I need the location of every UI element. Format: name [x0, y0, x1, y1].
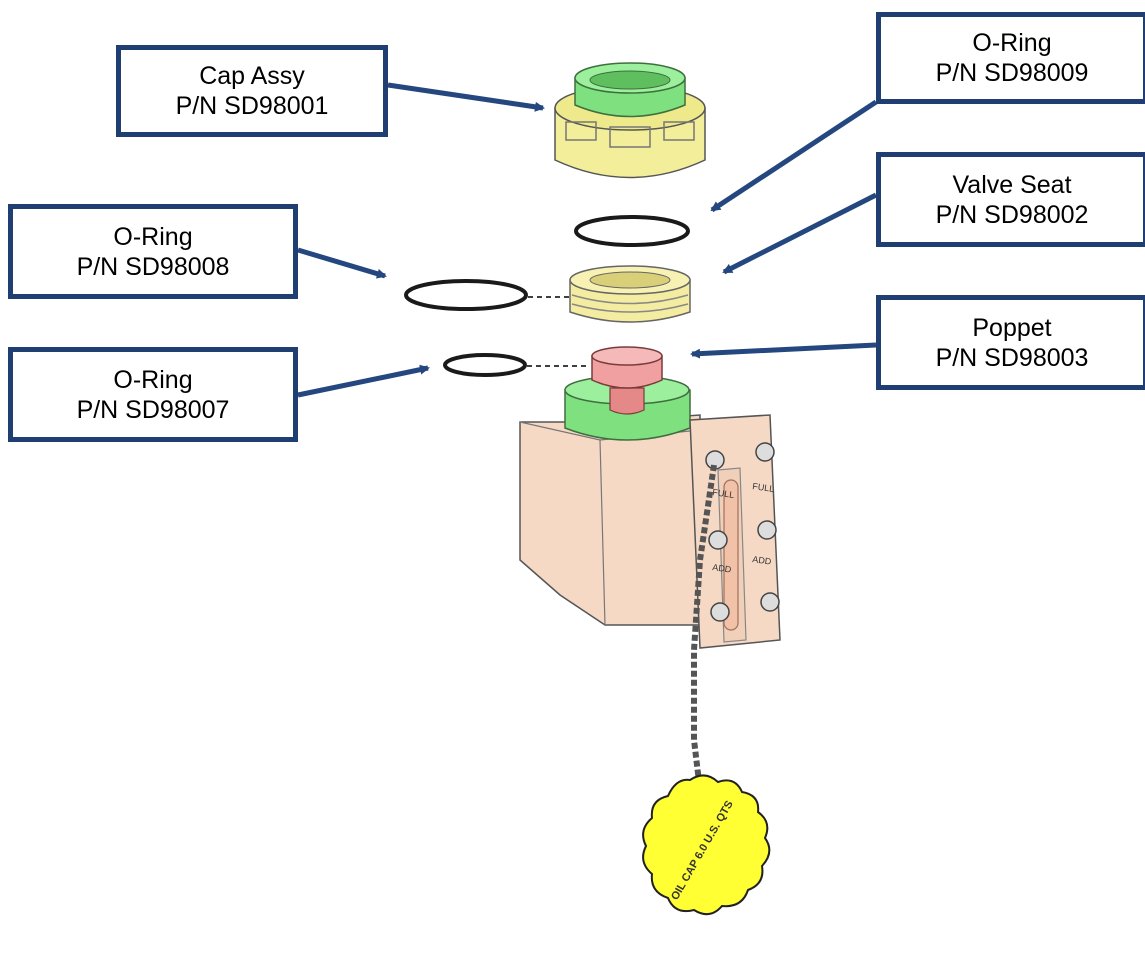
callout-cap-assy-name: Cap Assy: [199, 62, 305, 90]
callout-oring-sd98007-name: O-Ring: [113, 365, 193, 394]
arrow-poppet: [690, 342, 877, 359]
gauge-add-label-left: ADD: [712, 562, 733, 575]
fill-cap-part: OIL CAP 6.0 U.S. QTS: [642, 774, 771, 916]
callout-arrows: [297, 82, 878, 398]
arrow-oring-07: [297, 364, 430, 398]
callout-poppet: Poppet P/N SD98003: [876, 295, 1145, 390]
gauge-add-label-right: ADD: [752, 554, 773, 567]
arrow-oring-09: [710, 99, 878, 213]
valve-seat-part: [569, 265, 691, 323]
callout-oring-sd98008: O-Ring P/N SD98008: [8, 204, 298, 299]
callout-oring-sd98009-name: O-Ring: [972, 29, 1052, 57]
arrow-cap-assy: [387, 82, 545, 112]
oring-sd98009-part: [574, 215, 690, 247]
callout-cap-assy: Cap Assy P/N SD98001: [116, 45, 388, 137]
callout-oring-sd98008-name: O-Ring: [113, 222, 193, 251]
gauge-full-label-right: FULL: [752, 481, 775, 494]
callout-poppet-pn: P/N SD98003: [935, 343, 1089, 372]
arrow-oring-08: [297, 247, 387, 279]
arrow-valve-seat: [722, 192, 878, 275]
oring-sd98008-part: [404, 279, 528, 311]
callout-oring-sd98007-pn: P/N SD98007: [76, 395, 230, 424]
callout-valve-seat-name: Valve Seat: [952, 170, 1072, 199]
oring-sd98007-part: [443, 353, 527, 377]
callout-poppet-name: Poppet: [972, 313, 1052, 342]
callout-valve-seat-pn: P/N SD98002: [935, 200, 1089, 229]
sight-gauge-part: FULL FULL ADD ADD: [689, 414, 781, 649]
callout-cap-assy-pn: P/N SD98001: [175, 92, 329, 120]
poppet-part: [591, 346, 663, 415]
cap-assy-part: [554, 62, 706, 179]
callout-oring-sd98009-pn: P/N SD98009: [935, 59, 1089, 87]
chain-part: [691, 464, 717, 791]
gauge-full-label-left: FULL: [712, 487, 735, 500]
callout-oring-sd98007: O-Ring P/N SD98007: [8, 347, 298, 442]
reservoir-body-part: [519, 375, 701, 626]
callout-oring-sd98008-pn: P/N SD98008: [76, 252, 230, 281]
callout-valve-seat: Valve Seat P/N SD98002: [876, 152, 1145, 247]
callout-oring-sd98009: O-Ring P/N SD98009: [876, 12, 1145, 104]
